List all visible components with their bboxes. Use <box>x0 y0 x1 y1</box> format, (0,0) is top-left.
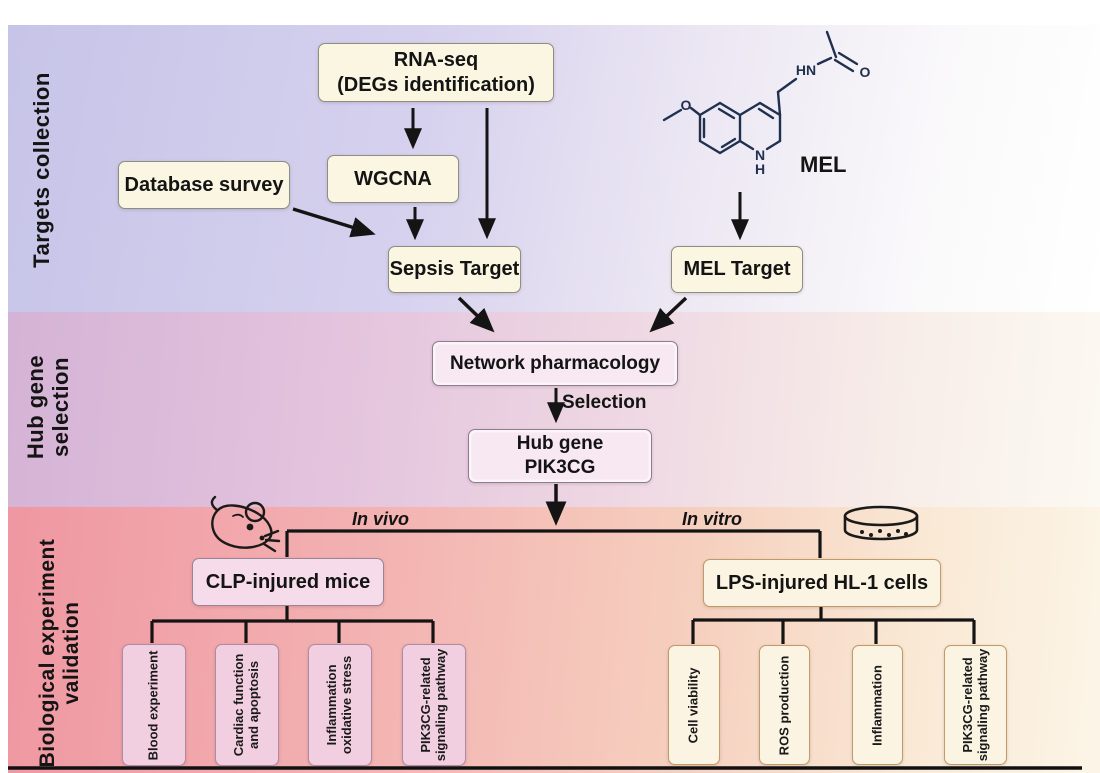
node-label: WGCNA <box>354 167 432 190</box>
node-hub-gene-pik3cg: Hub gene PIK3CG <box>468 429 652 483</box>
node-lps-injured-hl1-cells: LPS-injured HL-1 cells <box>703 559 941 607</box>
outcome-label: Cell viability <box>685 667 701 743</box>
node-label-line: PIK3CG <box>524 457 596 478</box>
outcome-label: ROS production <box>776 655 792 755</box>
selection-edge-label: Selection <box>562 392 647 413</box>
mel-name-label: MEL <box>800 152 847 177</box>
outcome-label: PIK3CG-related signaling pathway <box>418 648 448 762</box>
outcome-box-pik3cg-pathway-vitro: PIK3CG-related signaling pathway <box>944 645 1007 765</box>
in-vivo-label: In vivo <box>352 509 410 529</box>
section-label-text: Targets collection <box>29 72 55 268</box>
section-label-biological-validation: Biological experiment validation <box>34 528 86 773</box>
section-label-line: validation <box>60 601 83 705</box>
node-clp-injured-mice: CLP-injured mice <box>192 558 384 606</box>
section-label-line: Hub gene <box>22 354 48 460</box>
node-label: CLP-injured mice <box>205 570 371 593</box>
outcome-label: PIK3CG-related signaling pathway <box>959 648 990 762</box>
outcome-label: Cardiac function and apoptosis <box>231 653 261 757</box>
outcome-label: Blood experiment <box>145 650 161 760</box>
node-label: MEL Target <box>683 258 791 280</box>
outcome-box-inflammation-oxidative-stress: Inflammation oxidative stress <box>308 644 372 766</box>
node-label: Database survey <box>124 173 284 196</box>
node-label: LPS-injured HL-1 cells <box>715 571 929 594</box>
outcome-label: Inflammation <box>869 664 885 746</box>
section-label-targets-collection: Targets collection <box>28 50 56 290</box>
outcome-box-ros-production: ROS production <box>759 645 810 765</box>
section-label-hub-gene-selection: Hub gene selection <box>22 307 74 507</box>
outcome-label: Inflammation oxidative stress <box>324 655 354 755</box>
node-label: Sepsis Target <box>389 258 520 280</box>
node-label-line: Hub gene <box>516 433 604 455</box>
outcome-box-pik3cg-pathway-vivo: PIK3CG-related signaling pathway <box>402 644 466 766</box>
node-database-survey: Database survey <box>118 161 290 209</box>
node-sepsis-target: Sepsis Target <box>388 246 521 293</box>
outcome-box-cell-viability: Cell viability <box>668 645 720 765</box>
node-rna-seq: RNA-seq (DEGs identification) <box>318 43 554 102</box>
outcome-box-inflammation: Inflammation <box>852 645 903 765</box>
in-vitro-label: In vitro <box>682 509 743 529</box>
biological-validation-band <box>8 507 1100 773</box>
section-label-line: selection <box>48 357 73 457</box>
outcome-box-cardiac-function: Cardiac function and apoptosis <box>215 644 279 766</box>
section-label-line: Biological experiment <box>36 538 60 768</box>
node-wgcna: WGCNA <box>327 155 459 203</box>
node-label-line: (DEGs identification) <box>337 73 535 96</box>
node-mel-target: MEL Target <box>671 246 803 293</box>
node-label-line: RNA-seq <box>393 48 479 71</box>
node-label: Network pharmacology <box>449 352 661 374</box>
node-network-pharmacology: Network pharmacology <box>432 341 678 386</box>
outcome-box-blood-experiment: Blood experiment <box>122 644 186 766</box>
